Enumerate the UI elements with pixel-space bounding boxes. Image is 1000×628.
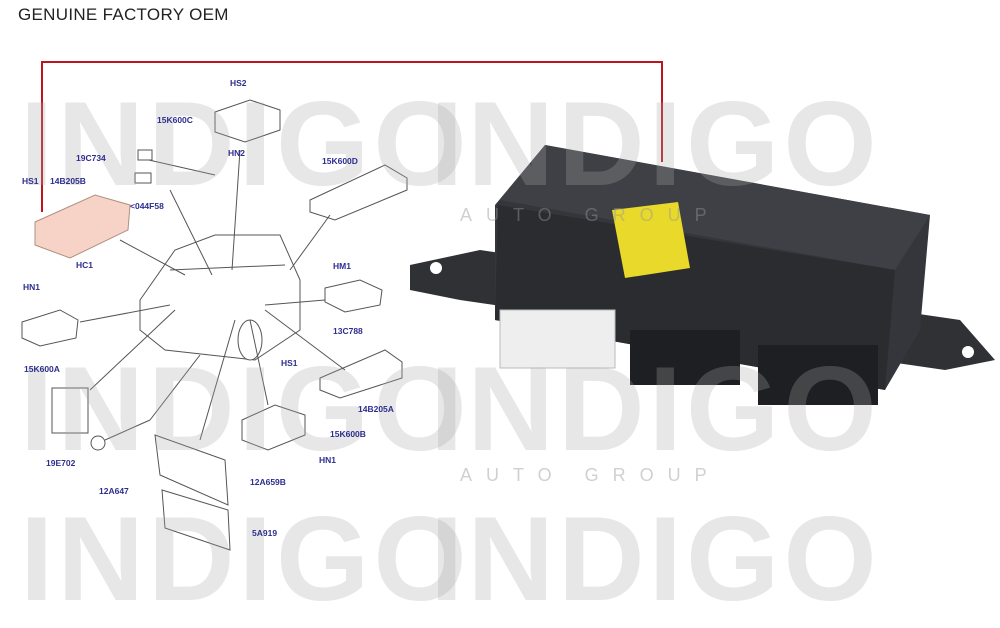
part-label: HM1 [333, 261, 351, 271]
part-label: <044F58 [130, 201, 164, 211]
module-sticker [612, 202, 690, 278]
black-connector [758, 345, 878, 405]
module-15k600d [309, 164, 408, 221]
part-label: 12A647 [99, 486, 129, 496]
product-photo-module [410, 145, 995, 405]
highlighted-module [34, 194, 131, 259]
part-label: HS1 [281, 358, 298, 368]
part-label: 15K600C [157, 115, 193, 125]
part-label: HS2 [230, 78, 247, 88]
part-label: HS1 [22, 176, 39, 186]
diagram-drawing [21, 61, 995, 551]
part-label: 14B205A [358, 404, 394, 414]
module-15k600c [214, 99, 281, 143]
part-label: 19E702 [46, 458, 76, 468]
part-label: 15K600B [330, 429, 366, 439]
vehicle-outline [139, 234, 301, 361]
part-label: 15K600D [322, 156, 358, 166]
part-label: HN2 [228, 148, 246, 158]
part-label: 5A919 [252, 528, 278, 538]
part-label: 12A659B [250, 477, 286, 487]
part-label: HN1 [23, 282, 41, 292]
part-label: 14B205B [50, 176, 86, 186]
black-connector [630, 330, 740, 385]
highlight-connector-line [41, 61, 663, 212]
part-label: 13C788 [333, 326, 363, 336]
part-label: 19C734 [76, 153, 106, 163]
part-label: HC1 [76, 260, 94, 270]
page-title: GENUINE FACTORY OEM [18, 5, 229, 24]
white-connector [499, 309, 616, 369]
part-label: HN1 [319, 455, 337, 465]
part-label: 15K600A [24, 364, 60, 374]
